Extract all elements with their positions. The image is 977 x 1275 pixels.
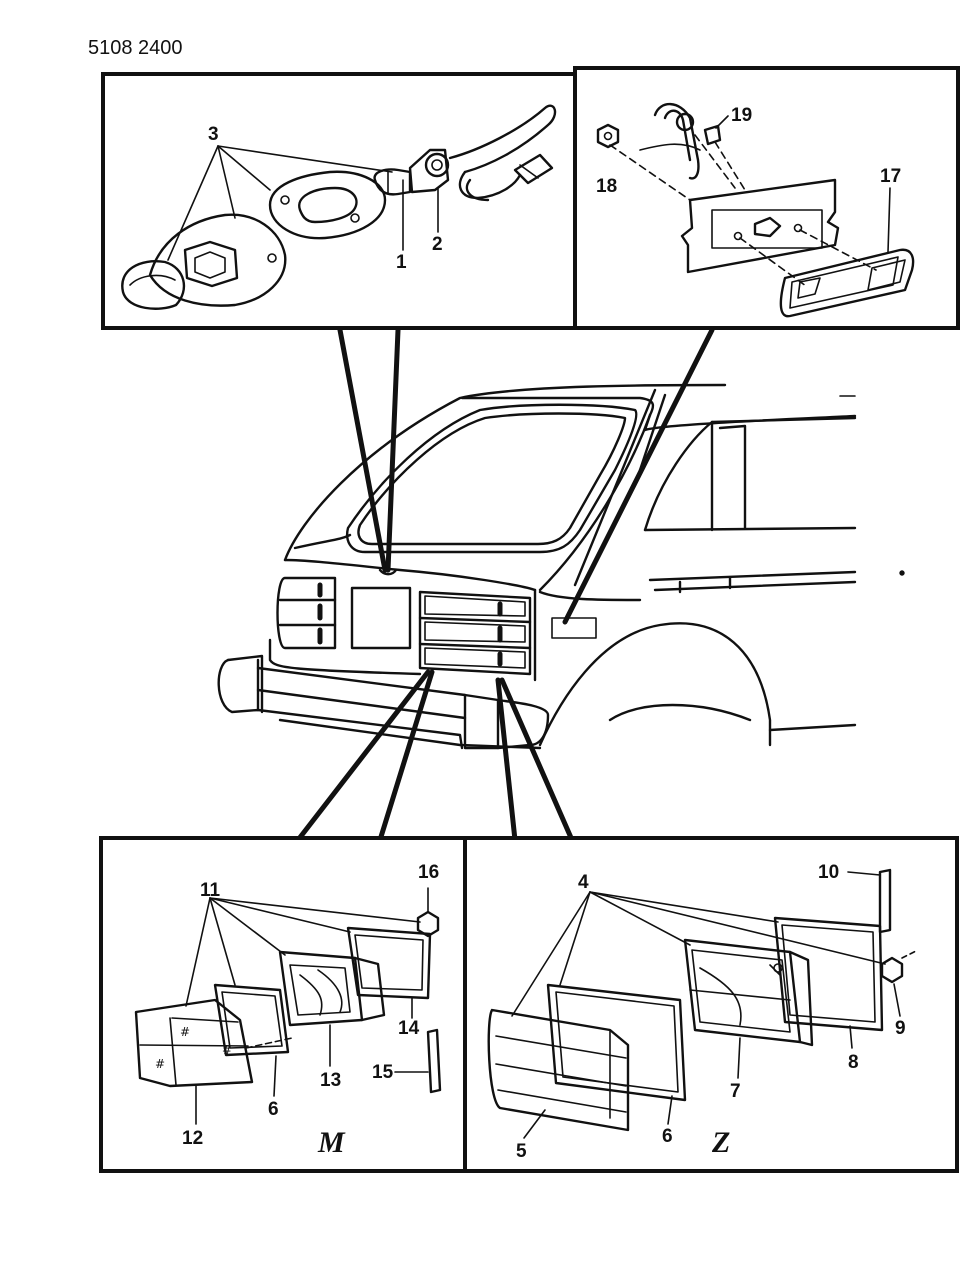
callout-14: 14 [398,1018,420,1039]
svg-text:#: # [155,1057,165,1071]
callout-1: 1 [396,252,407,273]
vehicle-rear-view [217,383,905,750]
document-number: 5108 2400 [88,37,183,59]
callout-4: 4 [578,872,589,893]
callout-18: 18 [596,176,617,197]
svg-text:#: # [222,1043,232,1057]
callout-5: 5 [516,1141,527,1162]
callout-3: 3 [208,124,219,145]
callout-2: 2 [432,234,443,255]
panel-side-marker: 19 18 17 [573,66,960,330]
callout-6a: 6 [268,1099,279,1120]
callout-10: 10 [818,862,839,883]
leader-lines [295,327,715,843]
callout-9: 9 [895,1018,906,1039]
svg-text:#: # [180,1025,190,1039]
callout-15: 15 [372,1062,394,1083]
callout-8: 8 [848,1052,859,1073]
panel-license-lamp: 3 1 2 [101,72,577,330]
variant-m: M [317,1126,346,1159]
callout-16: 16 [418,862,439,883]
panel-taillamp-m: # # # 11 16 14 15 13 6 12 [99,836,467,1173]
panel-taillamp-z: 4 10 9 8 7 6 5 Z [463,836,959,1173]
callout-17: 17 [880,166,901,187]
callout-13: 13 [320,1070,341,1091]
callout-7: 7 [730,1081,741,1102]
callout-19: 19 [731,105,752,126]
callout-12: 12 [182,1128,203,1149]
variant-z: Z [711,1126,730,1159]
callout-11: 11 [200,880,221,901]
callout-6b: 6 [662,1126,673,1147]
